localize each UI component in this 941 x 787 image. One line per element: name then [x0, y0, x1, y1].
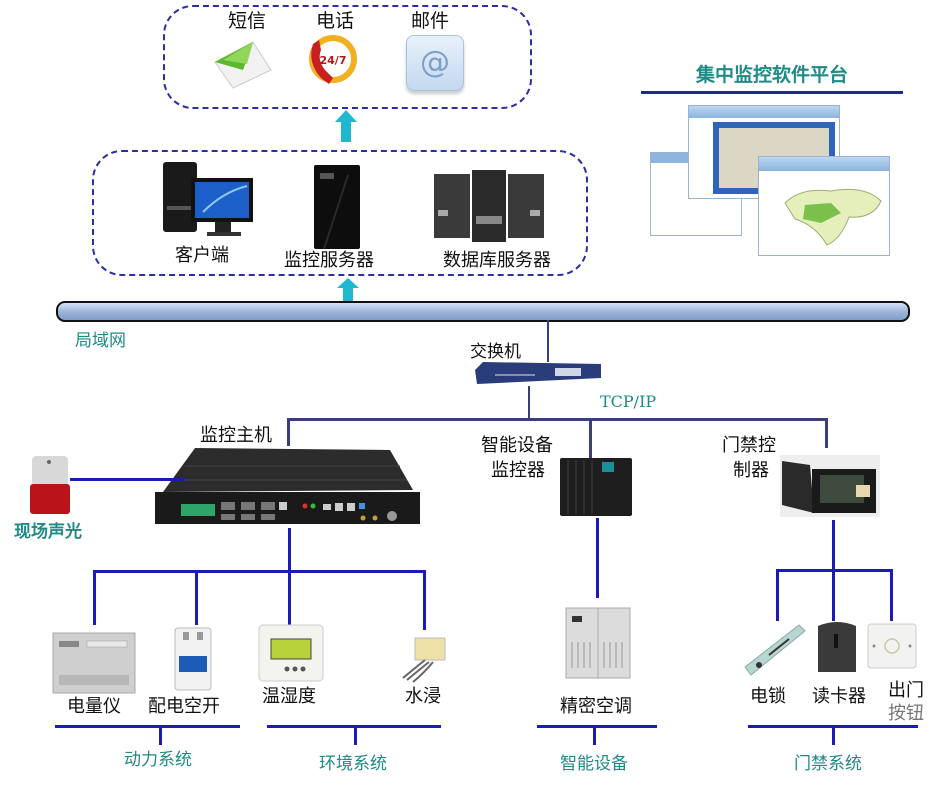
bus-to-access-controller-line [825, 418, 828, 448]
lan-to-switch-line [547, 320, 549, 362]
card-reader-icon [818, 622, 856, 672]
server-group [92, 150, 588, 276]
database-server-label: 数据库服务器 [443, 250, 551, 271]
to-electric-lock-line [776, 569, 779, 621]
power-system-stem [159, 725, 162, 745]
electric-lock-label: 电锁 [750, 686, 786, 707]
platform-title: 集中监控软件平台 [696, 64, 849, 86]
phone-24-7-icon: 24/7 [309, 35, 357, 84]
email-at-glyph: @ [420, 45, 450, 80]
to-temp-humidity-line [288, 570, 291, 625]
smart-device-system-label: 智能设备 [560, 754, 628, 774]
to-water-leak-line [423, 570, 426, 630]
tower-server-icon [314, 165, 360, 250]
card-reader-label: 读卡器 [812, 686, 866, 707]
access-system-stem [832, 725, 835, 745]
power-system-label: 动力系统 [124, 750, 192, 770]
to-power-meter-line [93, 570, 96, 625]
exit-button-label-1: 出门 [888, 680, 924, 701]
host-device-bus [93, 570, 425, 573]
exit-button-icon [867, 623, 917, 669]
access-controller-label-2: 制器 [733, 460, 769, 481]
sms-envelope-icon [214, 41, 272, 89]
phone-label: 电话 [316, 10, 355, 32]
access-controller-icon [780, 455, 880, 517]
temp-humidity-sensor-icon [258, 624, 324, 682]
precision-ac-icon [565, 607, 631, 679]
precision-ac-label: 精密空调 [560, 696, 632, 717]
desktop-computer-icon [163, 162, 253, 236]
arrow-up-icon [335, 110, 357, 142]
environment-system-stem [354, 725, 357, 745]
notification-group [163, 5, 532, 109]
smart-device-stem [593, 725, 596, 745]
tcpip-label: TCP/IP [600, 392, 657, 411]
tcpip-bus [287, 418, 828, 421]
to-card-reader-line [832, 569, 835, 621]
temp-humidity-label: 温湿度 [262, 686, 316, 707]
platform-divider [641, 91, 903, 94]
power-meter-label: 电量仪 [67, 696, 121, 717]
host-label: 监控主机 [200, 425, 272, 446]
exit-button-label-2: 按钮 [888, 703, 924, 724]
arrow-up-icon [337, 278, 359, 302]
host-to-alarm-line [70, 478, 185, 481]
circuit-breaker-icon [174, 627, 212, 691]
water-leak-sensor-icon [402, 637, 446, 683]
switch-to-bus-line [528, 386, 530, 418]
monitoring-host-device-icon [155, 448, 420, 524]
electric-lock-icon [744, 624, 806, 676]
access-controller-label-1: 门禁控 [722, 435, 776, 456]
to-breaker-line [195, 570, 198, 625]
power-system-bar [55, 725, 240, 728]
breaker-label: 配电空开 [148, 696, 220, 717]
lan-label: 局域网 [75, 331, 126, 351]
monitor-server-label: 监控服务器 [284, 250, 374, 271]
bus-to-smart-monitor-line [589, 418, 592, 458]
database-server-rack-icon [434, 170, 544, 242]
access-controller-down-line [832, 520, 835, 570]
to-exit-button-line [890, 569, 893, 621]
smart-monitor-down-line [596, 518, 599, 598]
network-switch-icon [475, 362, 601, 384]
phone-badge-text: 24/7 [320, 54, 347, 67]
smart-device-monitor-icon [560, 458, 632, 516]
water-leak-label: 水浸 [405, 686, 441, 707]
smart-monitor-label-2: 监控器 [491, 460, 545, 481]
lan-backbone [56, 301, 910, 322]
email-at-icon: @ [406, 35, 464, 91]
environment-system-label: 环境系统 [319, 754, 387, 774]
bus-to-host-line [287, 418, 290, 446]
host-down-line [288, 528, 291, 573]
access-system-label: 门禁系统 [794, 754, 862, 774]
monitoring-software-screenshots [650, 100, 890, 260]
alarm-label: 现场声光 [14, 522, 82, 542]
power-meter-icon [52, 632, 136, 694]
email-label: 邮件 [411, 10, 450, 32]
sound-light-alarm-icon [30, 456, 70, 514]
smart-monitor-label-1: 智能设备 [481, 435, 553, 456]
smart-device-bar [537, 725, 657, 728]
switch-label: 交换机 [470, 342, 521, 362]
sms-label: 短信 [228, 10, 267, 32]
client-label: 客户端 [175, 245, 229, 266]
